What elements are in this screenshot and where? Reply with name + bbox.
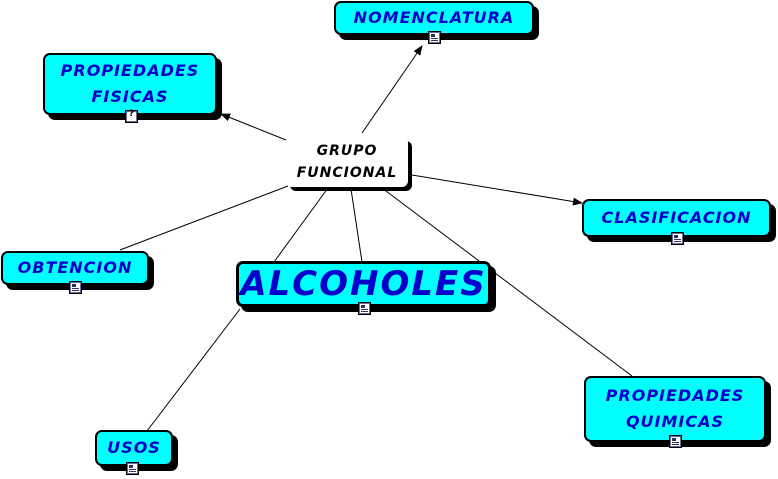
edge-hub-propiedades-fisicas	[220, 113, 287, 141]
usos-label: USOS	[107, 438, 161, 457]
document-icon[interactable]	[69, 281, 82, 294]
document-icon[interactable]	[671, 232, 684, 245]
usos-node[interactable]: USOS	[95, 430, 173, 466]
nomenclatura-node[interactable]: NOMENCLATURA	[334, 1, 534, 35]
document-icon[interactable]	[669, 435, 682, 448]
edge-hub-nomenclatura	[361, 45, 423, 134]
edge-alcoholes-usos	[146, 308, 241, 432]
alcoholes-node[interactable]: ALCOHOLES	[236, 261, 491, 307]
obtencion-label: OBTENCION	[17, 258, 133, 277]
edge-hub-clasificacion	[411, 174, 583, 206]
edge-hub-obtencion	[119, 185, 289, 251]
propiedades-fisicas-line-1: PROPIEDADES	[60, 61, 200, 80]
question-document-icon[interactable]: ?	[125, 109, 138, 123]
clasificacion-node[interactable]: CLASIFICACION	[582, 199, 771, 237]
obtencion-node[interactable]: OBTENCION	[1, 251, 149, 285]
propiedades-fisicas-node[interactable]: PROPIEDADES FISICAS	[43, 53, 217, 115]
alcoholes-label: ALCOHOLES	[240, 264, 487, 304]
nomenclatura-label: NOMENCLATURA	[353, 8, 515, 27]
document-icon[interactable]	[428, 31, 441, 44]
document-icon[interactable]	[126, 462, 139, 475]
clasificacion-label: CLASIFICACION	[601, 208, 752, 227]
edge-hub-propiedades-quimicas	[381, 187, 633, 377]
hub-line-2: FUNCIONAL	[296, 165, 398, 181]
hub-line-1: GRUPO	[316, 143, 378, 159]
propiedades-quimicas-line-1: PROPIEDADES	[605, 386, 745, 405]
edge-hub-alcoholes-right	[350, 188, 363, 263]
document-icon[interactable]	[358, 302, 371, 315]
propiedades-quimicas-node[interactable]: PROPIEDADES QUIMICAS	[584, 376, 766, 442]
grupo-funcional-hub[interactable]: GRUPO FUNCIONAL	[286, 137, 408, 187]
propiedades-quimicas-line-2: QUIMICAS	[625, 412, 725, 431]
propiedades-fisicas-line-2: FISICAS	[91, 87, 169, 106]
edge-hub-alcoholes-left	[273, 187, 329, 263]
